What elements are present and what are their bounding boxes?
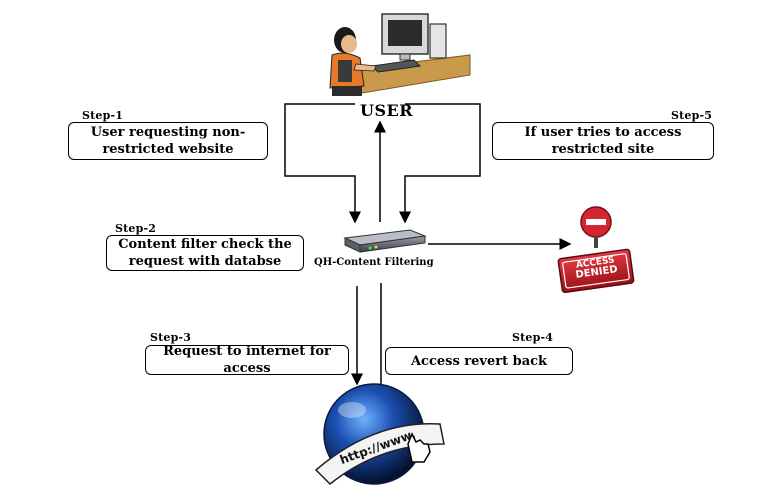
user-title: USER [360,101,413,120]
step5-path [399,103,481,224]
step-3-text: Request to internet for access [163,344,331,376]
step-3-label: Step-3 [150,331,192,344]
step-5-box: If user tries to access restricted site [492,122,714,160]
step-3-box: Request to internet for access [145,344,349,376]
step-4-text: Access revert back [410,353,548,369]
access-denied-sign-icon [557,206,635,294]
step-2-box: Content filter check the request with da… [106,235,304,271]
step-5-label: Step-5 [671,109,713,122]
user-computer-icon [329,13,471,96]
step-4-box: Access revert back [385,347,573,375]
step-1-text: User requesting non-restricted website [90,125,246,157]
step-2-label: Step-2 [115,222,157,235]
step1-path [284,103,361,224]
step-5-text: If user tries to access restricted site [524,125,682,157]
step-2-text: Content filter check the request with da… [118,237,292,269]
content-filter-device-icon [343,229,427,253]
internet-globe-icon [314,383,445,486]
step-1-label: Step-1 [82,109,124,122]
step-4-label: Step-4 [512,331,554,344]
step-1-box: User requesting non-restricted website [68,122,268,160]
device-label: QH-Content Filtering [314,257,434,268]
